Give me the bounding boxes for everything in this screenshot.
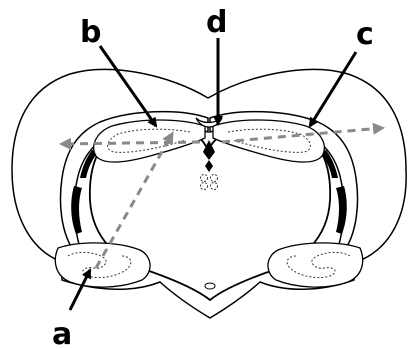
ventral-midline-dot xyxy=(205,283,215,289)
right-ventral-lobe xyxy=(268,243,363,287)
label-c: c xyxy=(356,17,374,52)
label-b: b xyxy=(80,15,101,50)
left-ventral-lobe xyxy=(55,243,150,287)
label-a: a xyxy=(52,317,72,349)
label-d: d xyxy=(206,5,227,40)
